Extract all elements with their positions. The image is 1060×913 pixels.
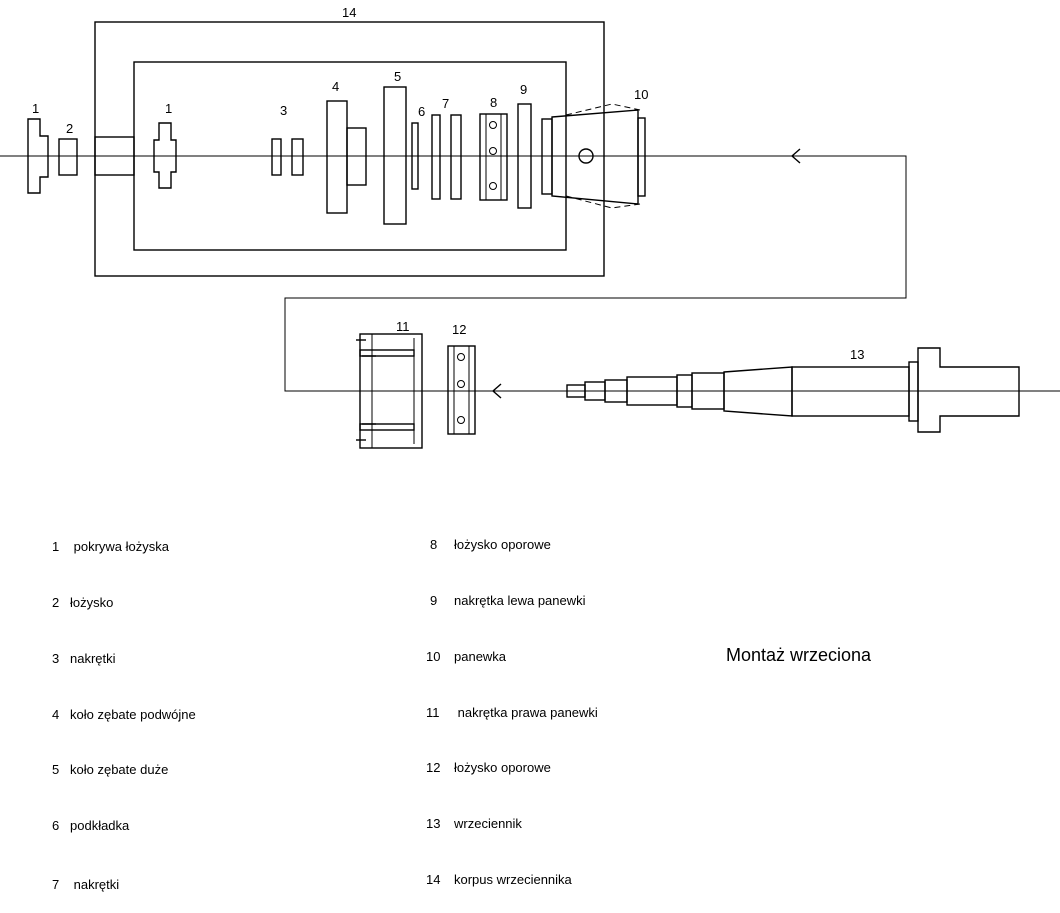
arrow-top-icon xyxy=(790,148,801,164)
legend-number: 2 xyxy=(52,594,60,610)
left-nut-9 xyxy=(517,103,532,209)
legend-text: łożysko oporowe xyxy=(454,760,551,776)
legend-number: 12 xyxy=(426,760,441,776)
label-7: 7 xyxy=(442,96,449,111)
bearing-cover-1-inner xyxy=(153,122,177,189)
double-gear-4-large xyxy=(326,100,348,214)
legend-item: 7 nakrętki xyxy=(52,876,196,895)
assembly-path-line xyxy=(284,155,907,392)
legend-number: 4 xyxy=(52,706,60,722)
legend-number: 1 xyxy=(52,539,60,555)
double-gear-4-small xyxy=(346,127,367,186)
legend-item: 10 panewka xyxy=(426,648,598,667)
legend-item: 9 nakrętka lewa panewki xyxy=(426,592,598,611)
legend-item: 14 korpus wrzeciennika xyxy=(426,871,598,890)
spindle-assembly-diagram: 14 1 2 1 3 4 5 6 7 8 9 10 11 12 13 xyxy=(0,5,1060,449)
legend-number: 7 xyxy=(52,876,60,892)
legend-item: 3 nakrętki xyxy=(52,650,196,669)
ball-12c xyxy=(457,416,465,424)
legend-item: 8 łożysko oporowe xyxy=(426,536,598,555)
ball-12a xyxy=(457,353,465,361)
label-2: 2 xyxy=(66,121,73,136)
legend-number: 5 xyxy=(52,762,60,778)
nut-7 xyxy=(431,114,441,200)
bearing-cover-1-outer xyxy=(27,118,49,194)
outer-housing-14 xyxy=(94,21,605,277)
legend-number: 8 xyxy=(430,537,438,553)
right-nut-11-groove-top xyxy=(359,349,415,357)
legend-item: 5 koło zębate duże xyxy=(52,761,196,780)
arrow-bottom-icon xyxy=(491,383,502,399)
legend-text: nakrętka prawa panewki xyxy=(454,704,598,720)
label-10: 10 xyxy=(634,87,648,102)
bushing-10-hidden-top xyxy=(565,103,641,116)
label-13: 13 xyxy=(850,347,864,362)
bushing-10-hole xyxy=(578,148,594,164)
legend-item: 1 pokrywa łożyska xyxy=(52,538,196,557)
figure-caption: Montaż wrzeciona xyxy=(726,645,872,665)
label-5: 5 xyxy=(394,69,401,84)
bearing-2 xyxy=(58,138,78,176)
legend-text: wrzeciennik xyxy=(454,816,522,832)
legend-text: łożysko oporowe xyxy=(454,537,551,553)
bushing-10-cone xyxy=(551,109,639,205)
ball-8b xyxy=(489,147,497,155)
legend-number: 11 xyxy=(426,704,440,720)
legend-text: łożysko xyxy=(70,594,114,610)
legend-item: 13 wrzeciennik xyxy=(426,815,598,834)
label-12: 12 xyxy=(452,322,466,337)
right-nut-11-body xyxy=(359,333,423,449)
nut-3b xyxy=(291,138,304,176)
legend-number: 10 xyxy=(426,648,441,664)
label-1-inner: 1 xyxy=(165,101,172,116)
legend-item: 11 nakrętka prawa panewki xyxy=(426,704,598,723)
label-4: 4 xyxy=(332,79,339,94)
right-nut-11-groove-bottom xyxy=(359,423,415,431)
bushing-10-hidden-bottom xyxy=(565,195,641,209)
nut-3a xyxy=(271,138,282,176)
legend-text: panewka xyxy=(454,648,507,664)
legend-left: 1 pokrywa łożyska 2 łożysko 3 nakrętki 4 ko… xyxy=(52,501,196,913)
legend-text: koło zębate duże xyxy=(70,762,169,778)
label-11: 11 xyxy=(396,319,410,334)
label-9: 9 xyxy=(520,82,527,97)
label-8: 8 xyxy=(490,95,497,110)
thrust-bearing-8 xyxy=(479,113,508,201)
legend-text: nakrętki xyxy=(70,650,116,666)
legend-text: nakrętki xyxy=(70,876,120,892)
label-6: 6 xyxy=(418,104,425,119)
ball-8a xyxy=(489,121,497,129)
legend-text: podkładka xyxy=(70,818,130,834)
legend-item: 2 łożysko xyxy=(52,594,196,613)
legend-text: nakrętka lewa panewki xyxy=(454,592,586,608)
spindle-13 xyxy=(566,347,1020,433)
legend-item: 4 koło zębate podwójne xyxy=(52,706,196,725)
label-14: 14 xyxy=(342,5,356,20)
legend-text: koło zębate podwójne xyxy=(70,706,196,722)
bushing-10-ring xyxy=(637,117,646,197)
label-1-outer: 1 xyxy=(32,101,39,116)
legend-item: 12 łożysko oporowe xyxy=(426,759,598,778)
legend-item: 6 podkładka xyxy=(52,817,196,836)
legend-number: 14 xyxy=(426,871,441,887)
washer-6 xyxy=(411,122,419,190)
legend-text: pokrywa łożyska xyxy=(70,539,169,555)
legend-text: korpus wrzeciennika xyxy=(454,871,572,887)
thrust-bearing-12 xyxy=(447,345,476,435)
label-3: 3 xyxy=(280,103,287,118)
ball-8c xyxy=(489,182,497,190)
large-gear-5 xyxy=(383,86,407,225)
legend-number: 9 xyxy=(430,592,438,608)
legend-number: 3 xyxy=(52,650,60,666)
legend-number: 13 xyxy=(426,816,441,832)
ball-12b xyxy=(457,380,465,388)
nut-7b xyxy=(450,114,462,200)
legend-number: 6 xyxy=(52,818,60,834)
